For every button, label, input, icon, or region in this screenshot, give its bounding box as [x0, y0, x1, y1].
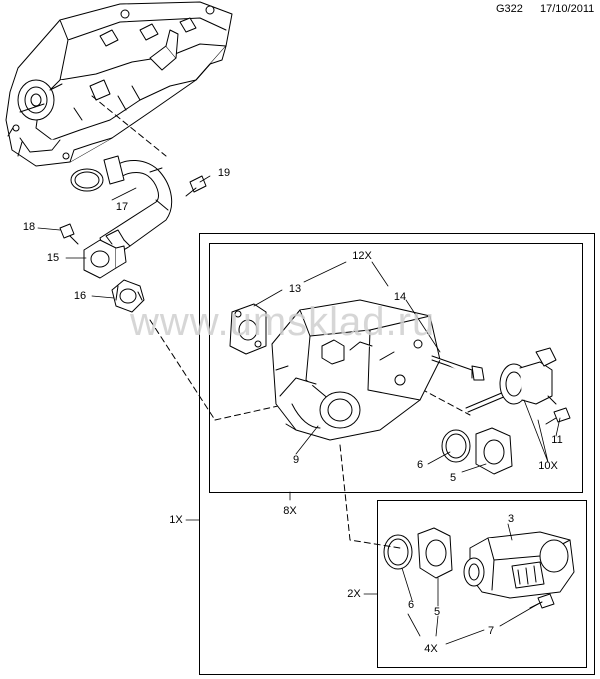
- bolt-18: [59, 223, 79, 245]
- callout-11[interactable]: 11: [551, 434, 563, 446]
- callout-9[interactable]: 9: [292, 454, 300, 466]
- callout-10x[interactable]: 10X: [538, 460, 558, 472]
- watermark-text: www.umsklad.ru: [130, 300, 436, 344]
- callout-5-upper[interactable]: 5: [449, 472, 457, 484]
- screw-11: [545, 407, 571, 425]
- gasket-6-upper: [441, 429, 471, 463]
- bolt-19: [185, 175, 207, 197]
- callout-14[interactable]: 14: [393, 291, 407, 303]
- screw-7: [529, 593, 555, 609]
- callout-13[interactable]: 13: [288, 283, 302, 295]
- gasket-13: [229, 303, 267, 355]
- actuator-10x: [499, 347, 557, 405]
- callout-4x[interactable]: 4X: [424, 643, 438, 655]
- callout-16[interactable]: 16: [73, 290, 87, 302]
- intake-manifold: [5, 1, 233, 167]
- assembly-2x-frame: [377, 500, 587, 668]
- egr-valve-3: [463, 531, 575, 599]
- drawing-code: G322: [496, 3, 523, 15]
- assembly-1x-frame: [199, 233, 595, 675]
- callout-leaders: [37, 175, 561, 645]
- callout-8x[interactable]: 8X: [283, 505, 297, 517]
- bolt-14: [431, 355, 485, 381]
- gasket-6-lower: [383, 534, 413, 570]
- callout-6-lower[interactable]: 6: [407, 599, 415, 611]
- callout-15[interactable]: 15: [46, 252, 60, 264]
- gasket-5-upper: [475, 427, 513, 475]
- callout-19[interactable]: 19: [217, 167, 231, 179]
- egr-pipe: [99, 155, 173, 253]
- gasket-17: [70, 168, 104, 192]
- callout-5-lower[interactable]: 5: [433, 606, 441, 618]
- callout-2x[interactable]: 2X: [347, 588, 361, 600]
- callout-17[interactable]: 17: [115, 201, 129, 213]
- callout-12x[interactable]: 12X: [352, 250, 372, 262]
- connector-16: [111, 279, 145, 313]
- gasket-5-lower: [417, 527, 453, 579]
- assembly-8x-frame: [209, 243, 583, 493]
- callout-6-upper[interactable]: 6: [416, 459, 424, 471]
- callout-7[interactable]: 7: [487, 625, 495, 637]
- callout-3[interactable]: 3: [507, 513, 515, 525]
- callout-1x[interactable]: 1X: [169, 514, 183, 526]
- drawing-date: 17/10/2011: [540, 3, 595, 15]
- bolt-long: [465, 391, 507, 413]
- callout-18[interactable]: 18: [22, 221, 36, 233]
- flange-15: [83, 239, 127, 279]
- egr-cooler-body-9: [271, 299, 441, 441]
